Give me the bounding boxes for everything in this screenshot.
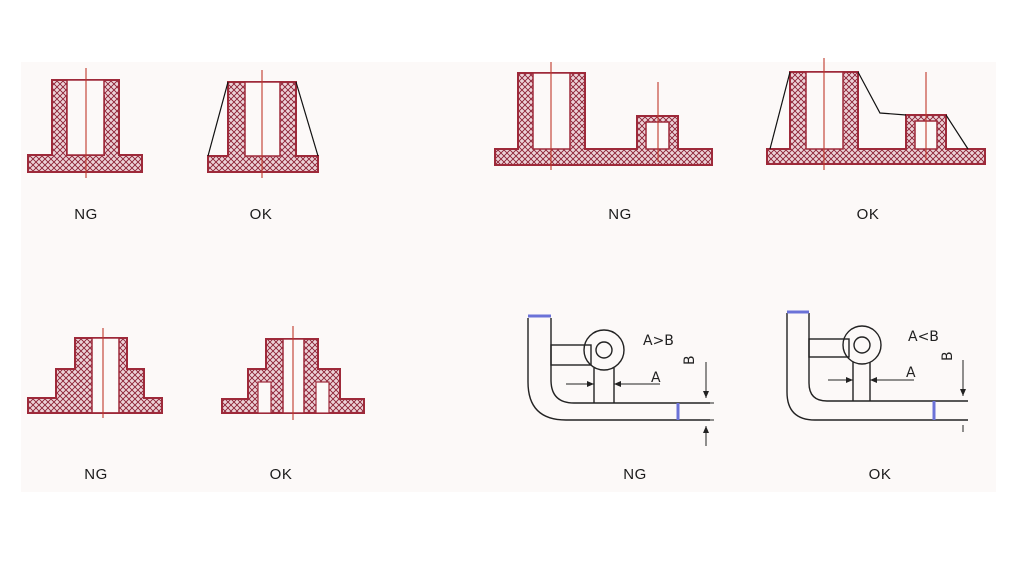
figure-hook-bend-ok	[786, 310, 968, 432]
caption-ok: OK	[249, 206, 273, 223]
caption-ng: NG	[623, 466, 647, 483]
relation-label-ng: A>B	[643, 333, 674, 349]
caption-ng: NG	[608, 206, 632, 223]
caption-ok: OK	[856, 206, 880, 223]
figure-boss-single-ng	[27, 68, 143, 178]
caption-ok: OK	[269, 466, 293, 483]
dim-a-label-ng: A	[651, 370, 661, 386]
dim-b-label-ng: B	[682, 355, 698, 365]
figure-boss-single-ok	[207, 70, 319, 178]
relation-label-ok: A<B	[908, 329, 939, 345]
figure-boss-stepped-ng	[27, 328, 163, 418]
caption-ng: NG	[74, 206, 98, 223]
figure-hook-bend-ng	[527, 314, 714, 446]
caption-ok: OK	[868, 466, 892, 483]
figure-boss-pair-ok	[766, 58, 986, 170]
dim-a-label-ok: A	[906, 365, 916, 381]
figure-boss-stepped-ok	[221, 326, 365, 420]
dim-b-label-ok: B	[940, 351, 956, 361]
caption-ng: NG	[84, 466, 108, 483]
figure-boss-pair-ng	[494, 62, 713, 170]
